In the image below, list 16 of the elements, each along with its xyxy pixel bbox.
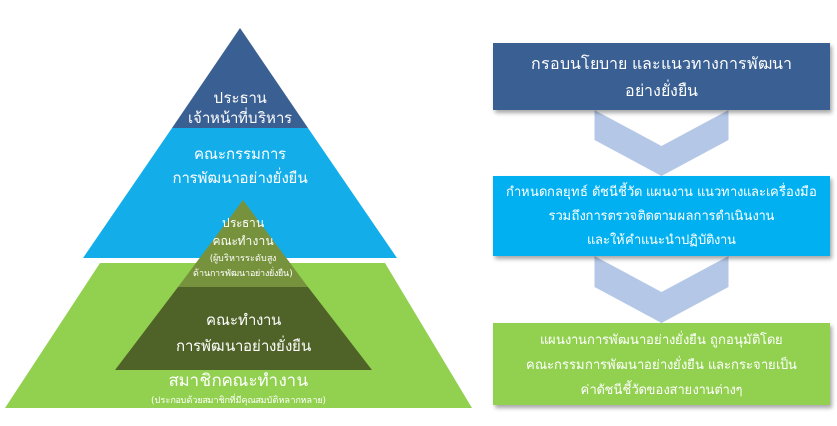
tier-label: คณะกรรมการ การพัฒนาอย่างยั่งยืน bbox=[172, 145, 308, 187]
process-box bbox=[493, 176, 830, 256]
tier-note: (ผู้บริหารระดับสูง ด้านการพัฒนาอย่างยั่งยืน) bbox=[193, 254, 293, 279]
tier-note: (ประกอบด้วยสมาชิกที่มีคุณสมบัติหลากหลาย) bbox=[150, 396, 326, 406]
process-box bbox=[493, 43, 830, 110]
tier-label: ประธาน เจ้าหน้าที่บริหาร bbox=[188, 89, 292, 127]
pyramid-tier bbox=[115, 287, 372, 370]
pyramid-tier bbox=[5, 263, 472, 408]
pyramid-tier bbox=[178, 200, 308, 287]
chevron-arrow bbox=[594, 110, 728, 176]
tier-label: สมาชิกคณะทำงาน bbox=[168, 371, 308, 391]
tier-label: คณะทำงาน การพัฒนาอย่างยั่งยืน bbox=[176, 311, 311, 355]
process-box bbox=[493, 323, 830, 405]
box-text: กรอบนโยบาย และแนวทางการพัฒนา อย่างยั่งยืน bbox=[530, 54, 792, 100]
box-text: แผนงานการพัฒนาอย่างยั่งยืน ถูกอนุมัติโดย คณะกรรมการพัฒนาอย่างยั่งยืน และกระจายเป็น ค่าดัชนีชี้วัดของสายงานต่างๆ bbox=[526, 333, 798, 398]
chevron-arrow bbox=[594, 256, 728, 323]
